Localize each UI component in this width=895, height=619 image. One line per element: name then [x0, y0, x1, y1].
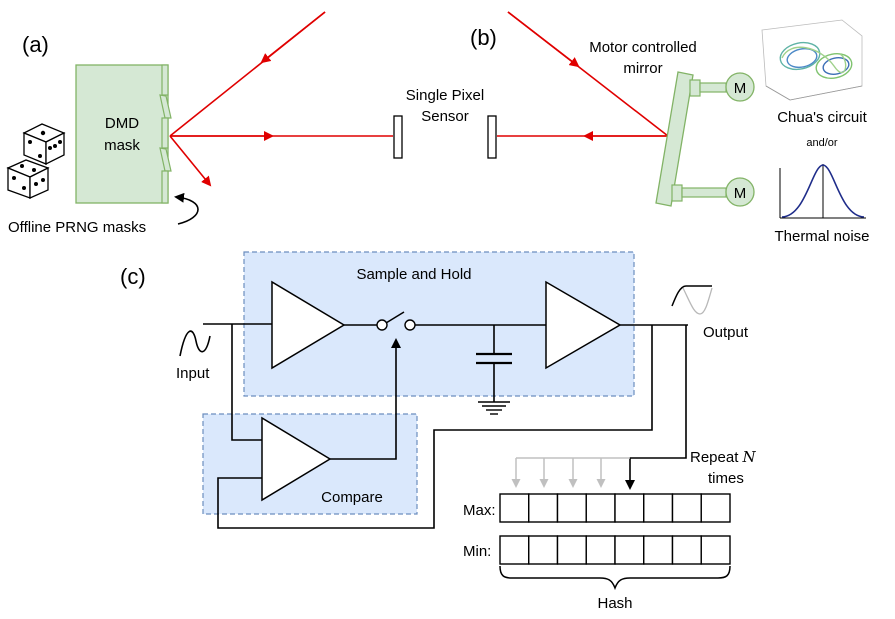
repeat-label-word: Repeat: [690, 449, 739, 466]
optical-rays-b: [497, 11, 669, 141]
min-register-cell: [643, 535, 674, 565]
output-wave-faded: [682, 287, 713, 315]
max-register-cell: [528, 493, 559, 523]
incident-ray-arrow: [260, 11, 326, 64]
panel-a-label: (a): [22, 32, 49, 57]
motor-top: M: [689, 72, 755, 102]
min-register: [499, 535, 731, 565]
motor-top-symbol: M: [734, 80, 747, 97]
motor-bottom: M: [671, 177, 755, 207]
max-register: [499, 493, 731, 523]
compare-label: Compare: [321, 489, 383, 506]
compare-amp: [261, 416, 332, 502]
repeat-label-line1: Repeat N: [690, 448, 757, 466]
mirror-label-line2: mirror: [623, 60, 662, 77]
min-register-cell: [528, 535, 559, 565]
max-register-cell: [499, 493, 530, 523]
repeat-variable: N: [742, 448, 757, 466]
motor-bottom-symbol: M: [734, 185, 747, 202]
min-register-cell: [614, 535, 645, 565]
panel-c-label: (c): [120, 264, 146, 289]
hash-label: Hash: [597, 595, 632, 612]
mirror-label-line1: Motor controlled: [589, 39, 697, 56]
dmd-mask-block: [75, 64, 169, 204]
repeat-label-line2: times: [708, 470, 744, 487]
max-register-cell: [614, 493, 645, 523]
min-register-cell: [700, 535, 731, 565]
feedback-wire: [217, 325, 653, 529]
chua-label: Chua's circuit: [777, 109, 867, 126]
sample-hold-label: Sample and Hold: [356, 266, 471, 283]
panel-a: (a) DMD mask: [6, 11, 393, 236]
motor-mirror: [655, 71, 694, 207]
panel-b: (b) Motor controlled mirror M M: [470, 11, 870, 245]
max-label: Max:: [463, 502, 496, 519]
dmd-label-line1: DMD: [105, 115, 139, 132]
hold-capacitor: [476, 325, 512, 396]
optical-rays-a: [169, 11, 393, 187]
input-buffer-amp: [271, 280, 346, 370]
incident-ray-b-arrow: [507, 11, 580, 68]
min-label: Min:: [463, 543, 491, 560]
gaussian-plot: [779, 164, 866, 219]
hash-brace: [499, 565, 731, 591]
sample-switch: [376, 311, 416, 331]
min-register-cell: [556, 535, 587, 565]
prng-curved-arrow: [174, 192, 199, 225]
max-register-cell: [700, 493, 731, 523]
sensor-label-line2: Sensor: [421, 108, 469, 125]
dice-icon: [6, 123, 66, 200]
chua-attractor-plot: [761, 19, 863, 101]
dmd-micromirrors: [159, 64, 172, 204]
die-front: [6, 159, 50, 200]
single-pixel-sensor: Single Pixel Sensor: [393, 87, 497, 159]
min-register-cell: [499, 535, 530, 565]
ground-icon: [478, 396, 510, 415]
output-label: Output: [703, 324, 749, 341]
max-register-cell: [556, 493, 587, 523]
min-register-cell: [671, 535, 702, 565]
sensor-plate-left: [393, 115, 403, 159]
output-wave-icon: [671, 285, 712, 307]
max-register-cell: [671, 493, 702, 523]
sensor-plate-right: [487, 115, 497, 159]
die-back: [22, 123, 66, 166]
output-buffer-amp: [545, 280, 622, 370]
max-register-cell: [585, 493, 616, 523]
max-register-cell: [643, 493, 674, 523]
andor-label: and/or: [806, 137, 838, 149]
prng-label: Offline PRNG masks: [8, 219, 146, 236]
panel-c: (c) Sample and Hold Compare Input: [120, 251, 757, 612]
sensor-label-line1: Single Pixel: [406, 87, 484, 104]
output-to-register-wire: [625, 325, 687, 490]
deflected-ray: [169, 135, 212, 187]
panel-b-label: (b): [470, 25, 497, 50]
dmd-label-line2: mask: [104, 137, 140, 154]
input-wave-icon: [179, 330, 211, 357]
previous-sample-arrows: [511, 457, 630, 488]
min-register-cell: [585, 535, 616, 565]
input-label: Input: [176, 365, 210, 382]
thermal-label: Thermal noise: [774, 228, 869, 245]
input-to-compare-wire: [231, 324, 262, 441]
compare-to-switch-wire: [330, 338, 401, 460]
